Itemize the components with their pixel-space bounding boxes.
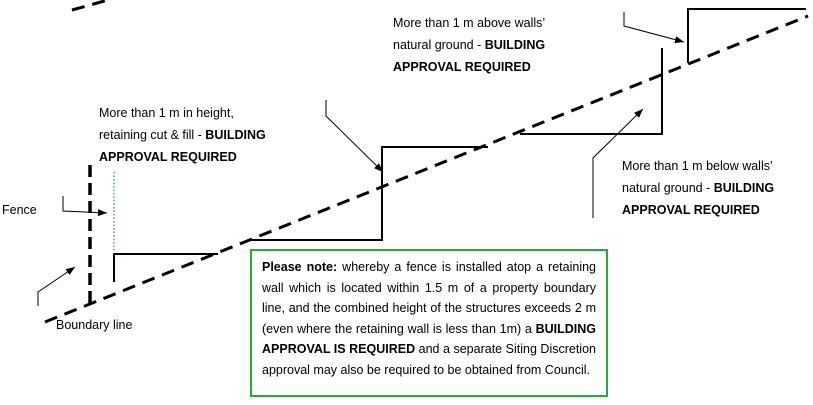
pointer-boundary-line — [37, 266, 76, 306]
label-more-than-1m-height: More than 1 m in height, retaining cut &… — [99, 102, 299, 168]
label-above-line2-text: natural ground - — [393, 38, 485, 52]
label-height-line2-bold: BUILDING — [205, 128, 266, 142]
label-above-line3: APPROVAL REQUIRED — [393, 56, 599, 78]
retaining-wall-step-3 — [520, 48, 663, 135]
natural-ground-line-upper — [71, 0, 109, 12]
label-below-line1: More than 1 m below walls’ — [622, 159, 773, 173]
pointer-top-right-arrowhead — [674, 36, 684, 44]
pointer-fence-arrowhead — [97, 209, 107, 217]
label-height-line3-bold: APPROVAL REQUIRED — [99, 150, 237, 164]
label-above-line1: More than 1 m above walls’ — [393, 16, 546, 30]
pointer-right-label-arrowhead — [634, 109, 643, 118]
label-below-line2-text: natural ground - — [622, 181, 714, 195]
note-lead: Please note: — [262, 260, 338, 274]
label-above-line3-bold: APPROVAL REQUIRED — [393, 60, 531, 74]
label-below-line2-bold: BUILDING — [713, 181, 775, 195]
pointer-arrowheads — [65, 36, 684, 275]
label-height-line2-text: retaining cut & fill - — [99, 128, 206, 142]
pointer-left-label — [325, 100, 384, 173]
pointer-top-right — [623, 12, 685, 43]
pointer-boundary-line-arrowhead — [65, 267, 75, 275]
label-below-line3-bold: APPROVAL REQUIRED — [622, 203, 760, 217]
natural-ground-line — [44, 14, 809, 324]
note-text-1: whereby a fence is installed atop a reta… — [262, 260, 597, 336]
label-above-line2-bold: BUILDING — [484, 38, 546, 52]
label-below-natural-ground: More than 1 m below walls’ natural groun… — [622, 155, 810, 221]
pointer-right-label — [592, 108, 644, 218]
label-height-line2: retaining cut & fill - BUILDING — [99, 124, 299, 146]
retaining-wall-step-4 — [687, 8, 806, 63]
label-fence: Fence — [2, 203, 37, 217]
label-below-line3: APPROVAL REQUIRED — [622, 199, 810, 221]
note-text-2: and a separate Siting Discretion approva… — [262, 342, 596, 377]
please-note-box: Please note: whereby a fence is installe… — [250, 249, 608, 397]
label-above-natural-ground: More than 1 m above walls’ natural groun… — [393, 12, 599, 78]
pointer-fence — [62, 196, 108, 214]
retaining-wall-step-2 — [250, 146, 488, 241]
label-boundary-line: Boundary line — [56, 318, 133, 332]
label-height-line1: More than 1 m in height, — [99, 106, 234, 120]
label-above-line2: natural ground - BUILDING — [393, 34, 599, 56]
pointer-left-label-arrowhead — [374, 163, 383, 172]
label-below-line2: natural ground - BUILDING — [622, 177, 810, 199]
note-building-approval: BUILDING APPROVAL IS REQUIRED — [262, 321, 596, 357]
label-height-line3: APPROVAL REQUIRED — [99, 146, 299, 168]
retaining-wall-step-1 — [113, 253, 218, 282]
